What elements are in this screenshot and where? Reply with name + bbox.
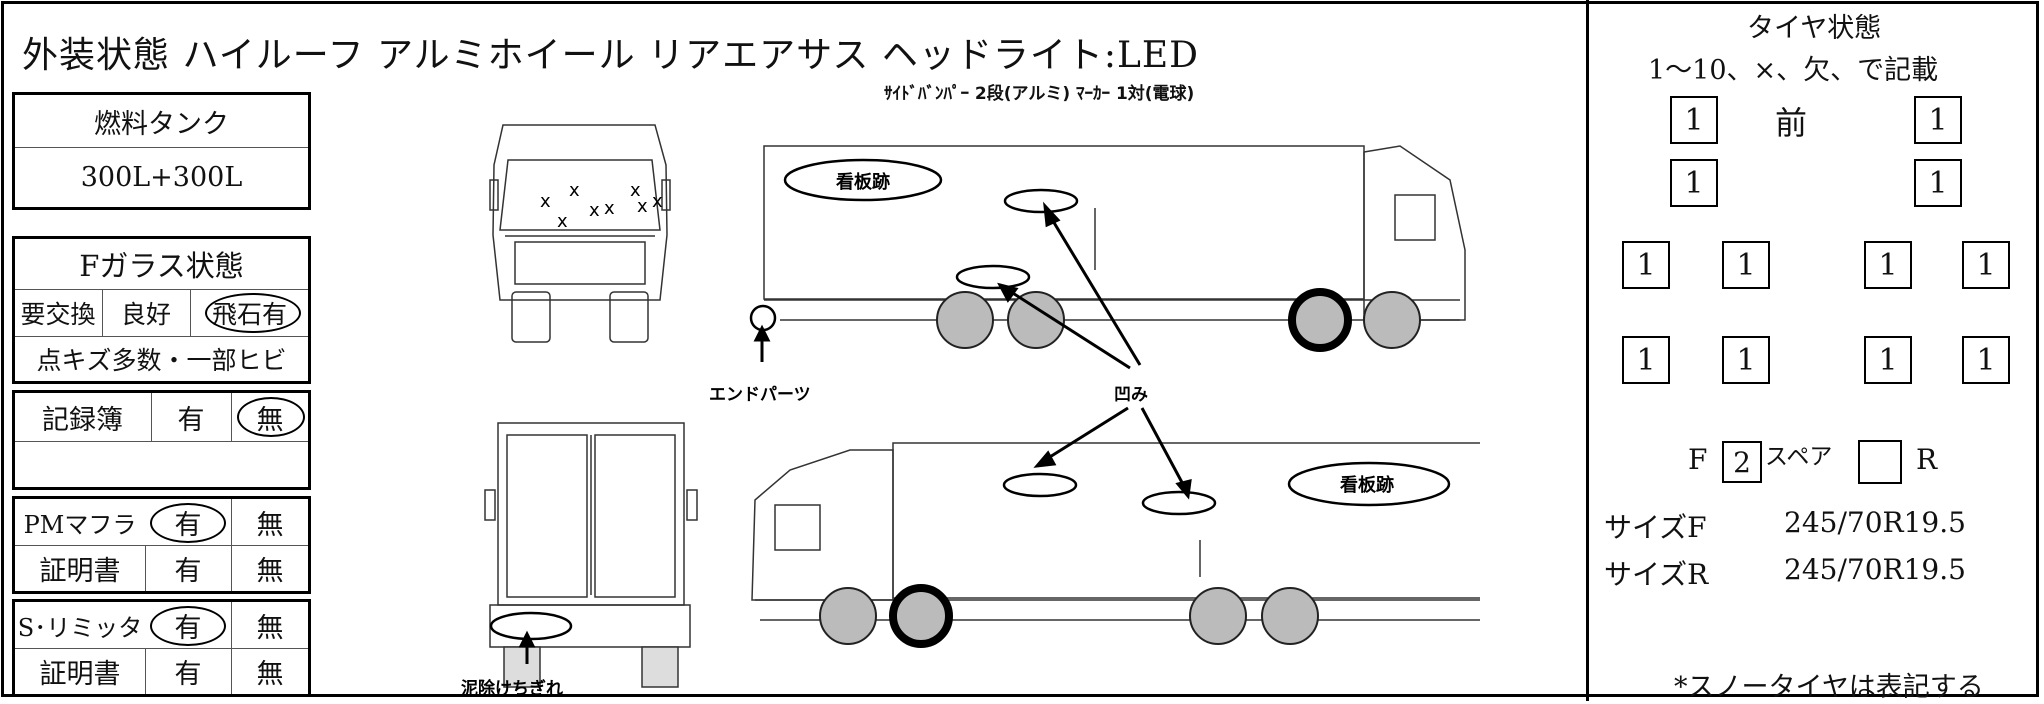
spare-r-label: R [1916,443,1938,476]
tire-row3-2: 1 [1722,241,1770,289]
limiter-label: S･リミッタ [17,613,143,642]
limiter-box: S･リミッタ 有 無 証明書 有 無 [12,599,311,697]
glass-box: Fガラス状態 要交換 良好 飛石有 点キズ多数・一部ヒビ [12,236,311,384]
spare-f-label: F [1688,443,1708,476]
size-f-label: サイズF [1604,511,1707,544]
tire-row2-right: 1 [1914,159,1962,207]
pm-cert-yes: 有 [174,556,202,587]
tire-row4-1: 1 [1622,336,1670,384]
front-label: 前 [1775,104,1808,142]
svg-text:x: x [630,180,641,201]
mudflap-label: 泥除けちぎれ [461,678,563,699]
pm-no: 無 [256,509,284,541]
tire-front-left: 1 [1670,96,1718,144]
sign-mark-bottom-label: 看板跡 [1339,474,1394,496]
tire-row3-4: 1 [1962,241,2010,289]
equipment-subtitle: ｻｲﾄﾞﾊﾞﾝﾊﾟｰ 2段(アルミ) ﾏｰｶｰ 1対(電球) [884,84,1195,104]
page-title: 外装状態 ハイルーフ アルミホイール リアエアサス ヘッドライト:LED [22,35,1199,76]
pm-cert-no: 無 [256,556,284,587]
fuel-box: 燃料タンク 300L+300L [12,92,311,210]
side-view-truck-bottom [751,442,1480,621]
tire-row3-1: 1 [1622,241,1670,289]
size-r-label: サイズR [1604,558,1709,591]
tire-row4-3: 1 [1864,336,1912,384]
panel-divider [1586,0,1589,701]
tire-row4-4: 1 [1962,336,2010,384]
glass-selected-circle [205,293,301,333]
sign-mark-top-label: 看板跡 [835,171,890,193]
highlighted-wheel-bottom [889,584,953,648]
svg-text:x: x [637,196,648,217]
svg-text:x: x [652,191,663,212]
limiter-no: 無 [256,612,284,644]
glass-option-good: 良好 [120,300,171,329]
limiter-cert-no: 無 [256,659,284,690]
svg-text:x: x [589,200,600,221]
pm-cert-label: 証明書 [39,556,121,587]
pm-box: PMマフラ 有 無 証明書 有 無 [12,496,311,594]
tire-row4-2: 1 [1722,336,1770,384]
glass-option-replace: 要交換 [20,300,96,329]
record-yes: 有 [177,404,205,436]
dents-label: 凹み [1114,385,1148,405]
svg-text:x: x [569,180,580,201]
size-r-value: 245/70R19.5 [1784,553,1966,586]
record-box: 記録簿 有 無 [12,390,311,490]
tire-row3-3: 1 [1864,241,1912,289]
limiter-cert-label: 証明書 [39,659,121,690]
pm-label: PMマフラ [23,510,137,539]
spare-r-value [1858,440,1902,484]
end-parts-label: エンドパーツ [709,385,811,405]
snow-tire-note: *スノータイヤは表記する [1674,672,1984,703]
pm-selected-circle [150,503,226,543]
svg-text:x: x [557,211,568,232]
tire-panel-title: タイヤ状態 [1747,13,1882,44]
record-selected-circle [237,397,305,437]
truck-diagram: x x x x x x x x 看板跡 看板跡 エンドパーツ 凹み 泥除けちぎれ [461,124,1480,699]
front-view-truck [489,124,671,343]
tire-row2-left: 1 [1670,159,1718,207]
limiter-cert-yes: 有 [174,659,202,690]
glass-note: 点キズ多数・一部ヒビ [36,346,287,375]
rear-view-truck [484,422,698,688]
svg-text:x: x [540,191,551,212]
chip-marks: x x x x x x x x [540,180,663,232]
size-f-value: 245/70R19.5 [1784,506,1966,539]
spare-label: スペア [1765,444,1833,470]
fuel-label: 燃料タンク [94,108,229,140]
tire-instructions: 1〜10、×、欠、で記載 [1648,55,1939,86]
limiter-selected-circle [150,606,226,646]
fuel-value: 300L+300L [80,161,243,193]
glass-label: Fガラス状態 [79,249,244,283]
highlighted-wheel-top [1288,288,1352,352]
tire-front-right: 1 [1914,96,1962,144]
record-label: 記録簿 [42,404,123,436]
svg-text:x: x [604,198,615,219]
spare-f-value: 2 [1722,441,1762,483]
